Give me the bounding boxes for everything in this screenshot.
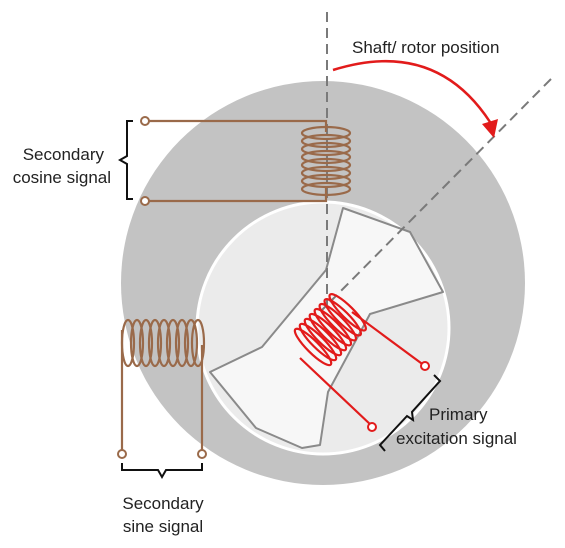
cosine-signal-label-line1: Secondary	[22, 145, 104, 164]
arrowhead	[482, 119, 498, 138]
curved-arrow-icon	[332, 59, 492, 123]
primary-signal-label-line2: excitation signal	[396, 429, 517, 448]
shaft-position-label: Shaft/ rotor position	[352, 38, 500, 57]
coil-icon	[120, 318, 206, 454]
primary-bracket	[378, 374, 442, 452]
sine-terminal-left	[117, 449, 127, 459]
primary-lead-lower	[299, 357, 373, 427]
primary-lead-upper	[351, 311, 426, 367]
primary-terminal-upper	[420, 361, 430, 371]
cosine-bracket	[117, 120, 133, 200]
rotor-axis	[321, 78, 552, 311]
cosine-signal-label-line2: cosine signal	[12, 168, 111, 187]
primary-terminal-lower	[367, 422, 377, 432]
sine-signal-label-line2: sine signal	[122, 517, 204, 536]
sine-signal-label-line1: Secondary	[122, 494, 204, 513]
cosine-terminal-bottom	[140, 196, 150, 206]
coil-icon	[293, 293, 367, 367]
coil-icon	[145, 119, 352, 203]
cosine-lead-top	[145, 119, 328, 132]
primary-signal-label-line1: Primary	[429, 405, 488, 424]
sine-bracket	[121, 463, 203, 480]
cosine-lead-bottom	[145, 188, 328, 203]
sine-terminal-right	[197, 449, 207, 459]
cosine-terminal-top	[140, 116, 150, 126]
